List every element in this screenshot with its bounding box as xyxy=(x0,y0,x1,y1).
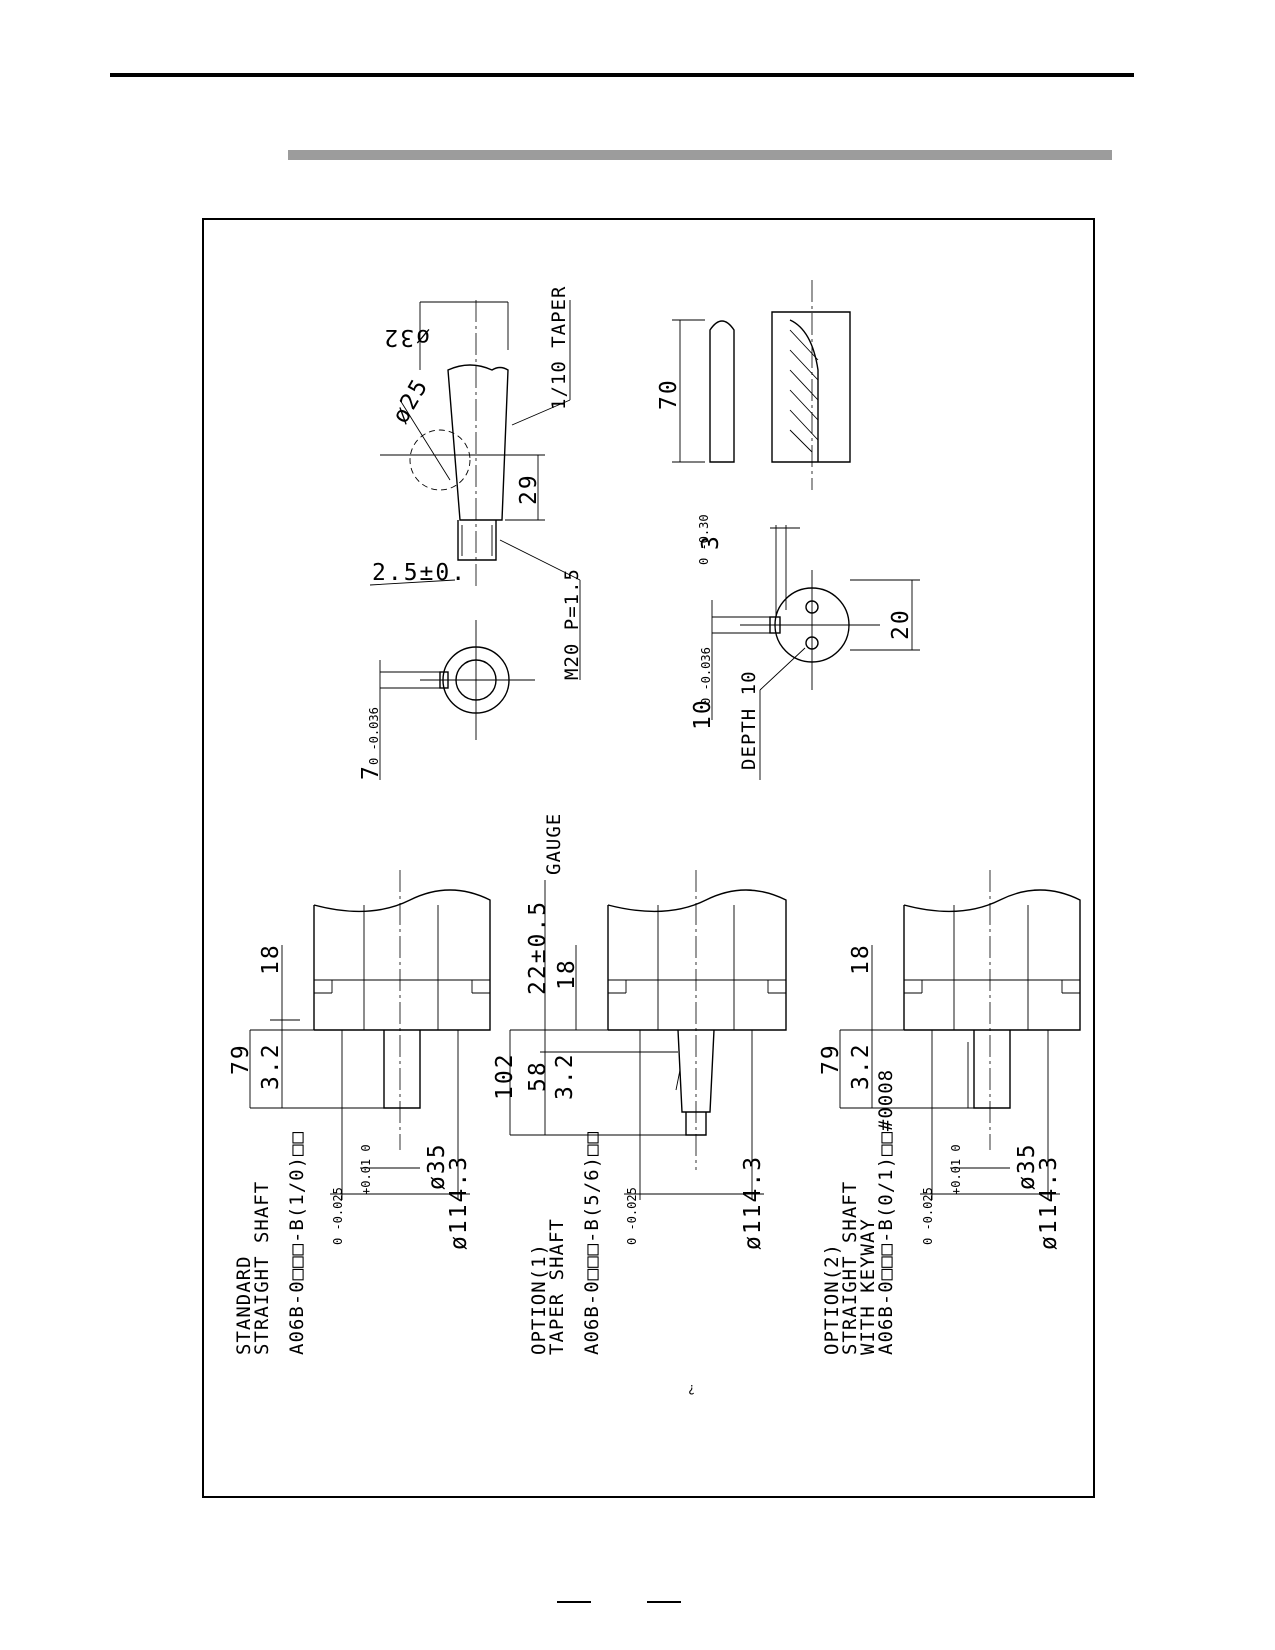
std-dim-dia114-tol: 0 -0.025 xyxy=(331,1187,345,1245)
opt1-dim-3-2: 3.2 xyxy=(552,1052,578,1100)
opt1-dim-22: 22±0.5 xyxy=(525,900,551,995)
taper-ratio-label: 1/10 TAPER xyxy=(548,286,570,410)
opt2-dim-dia114-tol: 0 -0.025 xyxy=(921,1187,935,1245)
key-dim-70: 70 xyxy=(656,378,682,410)
opt1-label-1: OPTION(1) xyxy=(528,1243,550,1355)
opt2-dim-dia35-tol: +0.01 0 xyxy=(949,1144,963,1195)
std-dim-dia35-tol: +0.01 0 xyxy=(359,1144,373,1195)
std-dim-18: 18 xyxy=(258,943,284,975)
standard-shaft: 79 3.2 18 ø35 +0.01 0 ø114.3 0 -0.025 xyxy=(228,870,491,1250)
key-dim-10-tol: 0 -0.036 xyxy=(699,647,713,705)
opt1-dim-18: 18 xyxy=(554,958,580,990)
std-dim-dia35: ø35 xyxy=(424,1142,450,1190)
footer-mark-left xyxy=(557,1601,591,1603)
key-dim-7-tol: 0 -0.036 xyxy=(367,707,381,765)
opt1-dim-58: 58 xyxy=(525,1060,551,1092)
opt2-dim-79: 79 xyxy=(818,1043,844,1075)
opt2-label-1: OPTION(2) xyxy=(821,1243,843,1355)
taper-detail: ø32 ø25 1/10 TAPER 29 2.5±0. M20 P=1.5 xyxy=(369,286,583,680)
std-label-2: STRAIGHT SHAFT xyxy=(251,1181,273,1355)
std-label-1: STANDARD xyxy=(233,1255,255,1355)
taper-dim-32: ø32 xyxy=(382,324,430,350)
taper-dim-29: 29 xyxy=(516,473,542,505)
std-dim-3-2: 3.2 xyxy=(258,1042,284,1090)
opt2-dim-18: 18 xyxy=(848,943,874,975)
section-bar xyxy=(288,150,1112,160)
opt2-dim-dia114: ø114.3 xyxy=(1036,1155,1062,1250)
opt2-label-3: WITH KEYWAY xyxy=(857,1218,879,1355)
footer-mark-right xyxy=(647,1601,681,1603)
opt1-label-2: TAPER SHAFT xyxy=(546,1218,568,1355)
key-dim-3: 3 xyxy=(698,534,724,550)
variant-labels: STANDARD STRAIGHT SHAFT A06B-0□□□-B(1/0)… xyxy=(233,1069,897,1395)
opt1-part-number: A06B-0□□□-B(5/6)□□ xyxy=(581,1131,603,1355)
option2-keyway-shaft: 79 3.2 18 ø35 +0.01 0 ø114.3 0 -0.025 xyxy=(818,870,1081,1250)
std-dim-dia114: ø114.3 xyxy=(446,1155,472,1250)
opt1-dim-dia114-tol: 0 -0.025 xyxy=(625,1187,639,1245)
marker-glyph: ¿ xyxy=(688,1381,695,1395)
key-dim-20: 20 xyxy=(888,608,914,640)
key-detail: 70 xyxy=(656,280,851,490)
key-dim-10: 10 xyxy=(690,698,716,730)
std-part-number: A06B-0□□□-B(1/0)□□ xyxy=(286,1131,308,1355)
figure-frame xyxy=(202,218,1095,1498)
key-dim-3-tol: 0 -0.30 xyxy=(697,514,711,565)
opt2-part-number: A06B-0□□□-B(0/1)□□#0008 xyxy=(875,1069,897,1355)
thread-label: M20 P=1.5 xyxy=(561,568,583,680)
top-rule xyxy=(110,73,1134,77)
opt1-dim-102: 102 xyxy=(492,1052,518,1100)
opt2-dim-3-2: 3.2 xyxy=(848,1042,874,1090)
opt2-dim-dia35: ø35 xyxy=(1014,1142,1040,1190)
key-dim-7: 7 xyxy=(358,764,384,780)
opt1-dim-dia114: ø114.3 xyxy=(740,1155,766,1250)
std-dim-79: 79 xyxy=(228,1043,254,1075)
taper-dim-25: ø25 xyxy=(388,374,434,428)
depth-label: DEPTH 10 xyxy=(738,670,760,770)
option1-taper-shaft: 102 58 3.2 22±0.5 18 GAUGE ø114.3 0 -0.0… xyxy=(492,813,787,1250)
taper-dim-2-5: 2.5±0. xyxy=(372,560,467,586)
shaft-end-view: 7 0 -0.036 xyxy=(358,620,535,780)
gauge-label: GAUGE xyxy=(543,813,565,875)
opt2-label-2: STRAIGHT SHAFT xyxy=(839,1181,861,1355)
key-end-view: 3 0 -0.30 10 0 -0.036 DEPTH 10 20 xyxy=(690,514,920,780)
